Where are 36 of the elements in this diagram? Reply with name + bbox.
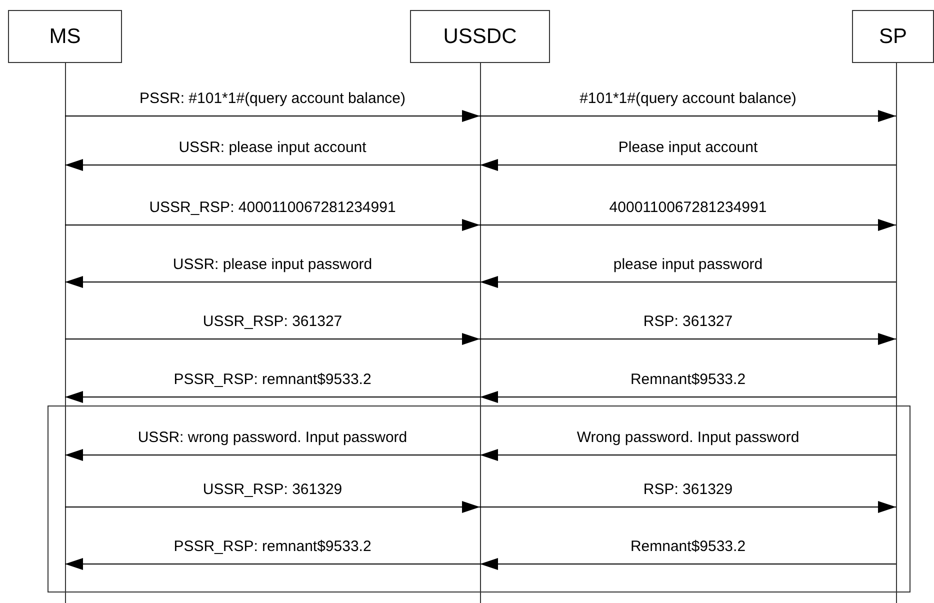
- message-label: USSR: please input password: [172, 256, 374, 273]
- message-arrow: [64, 333, 480, 345]
- message-arrow: [64, 449, 480, 461]
- message-label: USSR_RSP: 361327: [202, 313, 344, 330]
- message-label: please input password: [612, 256, 764, 273]
- message-arrow: [480, 333, 896, 345]
- message-label: Wrong password. Input password: [576, 429, 800, 446]
- message-arrow: [64, 391, 480, 403]
- message-arrow: [64, 110, 480, 122]
- message-label: USSR_RSP: 361329: [202, 481, 344, 498]
- message-arrow: [480, 391, 896, 403]
- message-label: PSSR_RSP: remnant$9533.2: [172, 538, 372, 555]
- message-label: USSR_RSP: 4000110067281234991: [148, 199, 397, 216]
- message-arrow: [64, 558, 480, 570]
- message-arrow: [480, 110, 896, 122]
- message-arrow: [480, 558, 896, 570]
- message-label: Please input account: [617, 139, 759, 156]
- message-label: Remnant$9533.2: [629, 538, 747, 555]
- message-arrow: [480, 159, 896, 171]
- participant-box: USSDC: [410, 10, 550, 63]
- message-label: #101*1#(query account balance): [578, 90, 798, 107]
- message-arrow: [480, 219, 896, 231]
- message-arrow: [480, 276, 896, 288]
- participant-box: SP: [852, 10, 934, 63]
- message-label: USSR: wrong password. Input password: [136, 429, 408, 446]
- message-arrow: [64, 276, 480, 288]
- message-arrow: [64, 219, 480, 231]
- message-label: PSSR: #101*1#(query account balance): [138, 90, 406, 107]
- message-arrow: [64, 159, 480, 171]
- message-label: Remnant$9533.2: [629, 371, 747, 388]
- message-arrow: [480, 449, 896, 461]
- message-arrow: [64, 501, 480, 513]
- message-arrow: [480, 501, 896, 513]
- message-label: USSR: please input account: [178, 139, 368, 156]
- participant-box: MS: [8, 10, 122, 63]
- message-label: PSSR_RSP: remnant$9533.2: [172, 371, 372, 388]
